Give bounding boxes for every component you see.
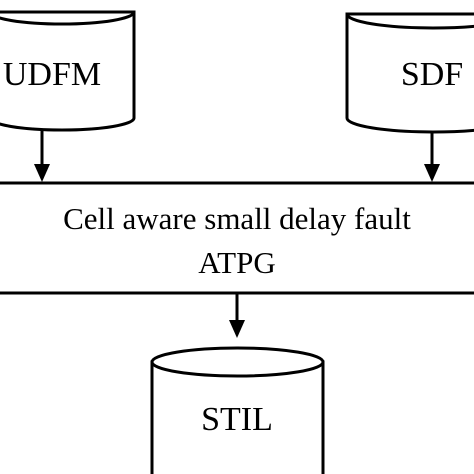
udfm-database: UDFM (0, 10, 136, 132)
udfm-cylinder-top-arc (0, 11, 136, 26)
edge-sdf-to-atpg (424, 132, 440, 182)
udfm-cylinder-body (0, 10, 136, 132)
atpg-label-line2: ATPG (198, 245, 276, 280)
atpg-process: Cell aware small delay fault ATPG (0, 181, 474, 295)
sdf-arrow-head (424, 164, 440, 182)
sdf-label: SDF (401, 56, 463, 93)
edge-atpg-to-stil (229, 294, 245, 338)
edge-udfm-to-atpg (34, 130, 50, 182)
udfm-arrow-head (34, 164, 50, 182)
stil-database: STIL (150, 346, 325, 474)
stil-cylinder-top (150, 346, 325, 378)
stil-label: STIL (201, 401, 273, 438)
sdf-database: SDF (345, 12, 474, 134)
stil-arrow-head (229, 320, 245, 338)
sdf-cylinder-top-arc (345, 13, 474, 30)
sdf-cylinder-body (345, 12, 474, 134)
atpg-label-line1: Cell aware small delay fault (63, 201, 411, 236)
udfm-label: UDFM (3, 56, 101, 93)
